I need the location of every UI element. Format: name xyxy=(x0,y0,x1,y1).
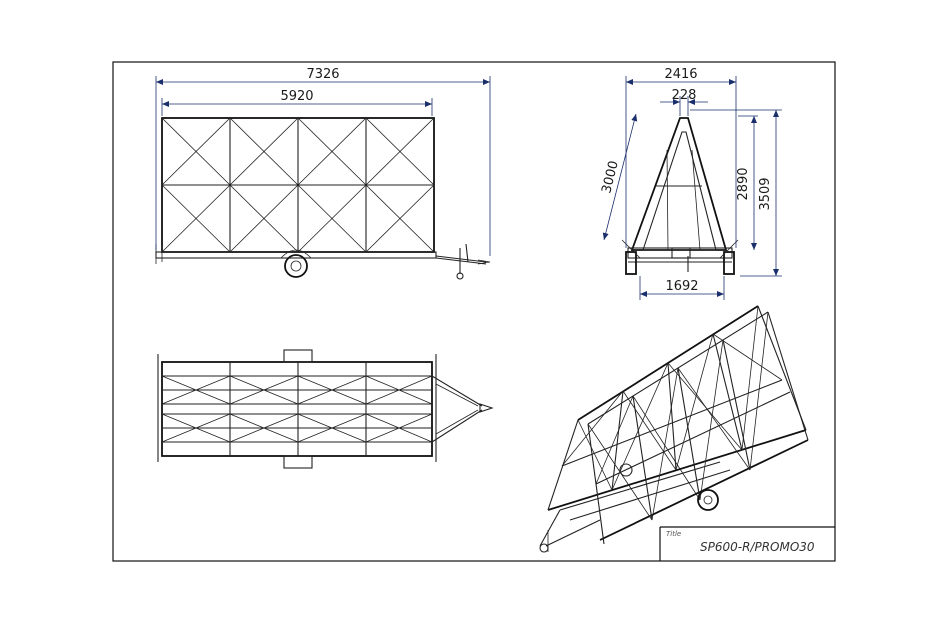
dim-slant-height: 3000 xyxy=(599,159,622,195)
dim-apex-width: 228 xyxy=(672,88,697,103)
title-caption: Title xyxy=(666,530,681,538)
dim-frame-length: 5920 xyxy=(280,89,313,104)
iso-wheel xyxy=(697,489,719,511)
front-right-wheel xyxy=(723,251,735,275)
dim-overall-height: 3509 xyxy=(758,177,773,210)
side-wheel xyxy=(284,254,308,278)
front-left-wheel xyxy=(625,251,637,275)
isometric-view xyxy=(539,305,809,553)
dim-frame-height: 2890 xyxy=(736,167,751,200)
sheet-border xyxy=(112,61,836,562)
iso-hitch xyxy=(539,543,549,553)
side-view: 7326 5920 xyxy=(155,67,491,280)
dim-wheel-track: 1692 xyxy=(665,279,698,294)
front-view: 2416 228 1692 3000 2890 3509 xyxy=(599,67,782,300)
title-block: Title SP600-R/PROMO30 xyxy=(659,526,835,561)
top-wheel-left xyxy=(283,349,313,363)
dim-overall-length: 7326 xyxy=(306,67,339,82)
top-view xyxy=(157,349,494,469)
top-wheel-right xyxy=(283,455,313,469)
drawing-title: SP600-R/PROMO30 xyxy=(700,540,815,554)
dim-overall-width: 2416 xyxy=(664,67,697,82)
